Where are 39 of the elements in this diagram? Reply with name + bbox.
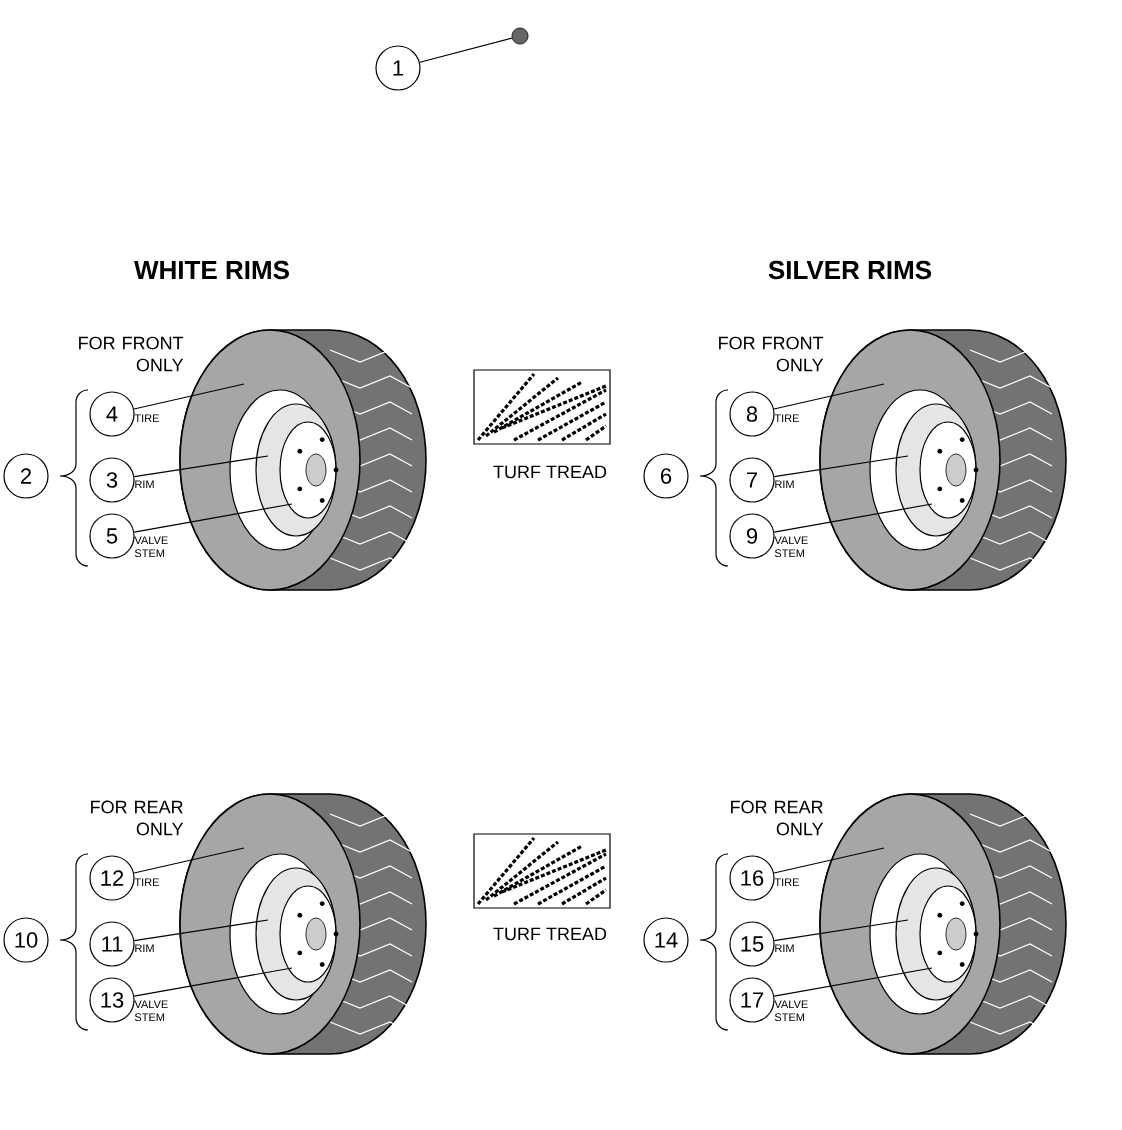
leader-line bbox=[419, 37, 513, 63]
note: FOR FRONT ONLY bbox=[79, 336, 184, 372]
callout-number: 17 bbox=[729, 977, 775, 1023]
leader-line bbox=[773, 847, 885, 874]
leader-line bbox=[133, 455, 269, 478]
callout-number: 3 bbox=[89, 457, 135, 503]
callout-number: 16 bbox=[729, 855, 775, 901]
callout-number: 13 bbox=[89, 977, 135, 1023]
leader-line bbox=[133, 847, 245, 874]
leader-line bbox=[133, 383, 245, 410]
leader-line bbox=[133, 919, 269, 942]
callout-number: 11 bbox=[89, 921, 135, 967]
callout-number: 10 bbox=[3, 917, 49, 963]
callout-number: 7 bbox=[729, 457, 775, 503]
leader-line bbox=[133, 967, 293, 997]
tread-name: TURF TREAD bbox=[493, 927, 607, 941]
leader-line bbox=[133, 503, 293, 533]
section-heading: SILVER RIMS bbox=[768, 260, 932, 280]
callout-number: 15 bbox=[729, 921, 775, 967]
leader-line bbox=[773, 919, 909, 942]
section-heading: WHITE RIMS bbox=[134, 260, 289, 280]
leader-line bbox=[773, 455, 909, 478]
callout-number: 2 bbox=[3, 453, 49, 499]
leader-line bbox=[773, 383, 885, 410]
callout-number: 6 bbox=[643, 453, 689, 499]
callout-number: 12 bbox=[89, 855, 135, 901]
note: FOR FRONT ONLY bbox=[719, 336, 824, 372]
tread-name: TURF TREAD bbox=[493, 465, 607, 479]
callout-number: 1 bbox=[375, 45, 421, 91]
callout-number: 4 bbox=[89, 391, 135, 437]
leader-line bbox=[773, 967, 933, 997]
note: FOR REAR ONLY bbox=[91, 800, 184, 836]
note: FOR REAR ONLY bbox=[731, 800, 824, 836]
callout-number: 8 bbox=[729, 391, 775, 437]
leader-line bbox=[773, 503, 933, 533]
callout-number: 14 bbox=[643, 917, 689, 963]
lug-nut-icon bbox=[511, 27, 529, 45]
callout-number: 5 bbox=[89, 513, 135, 559]
callout-number: 9 bbox=[729, 513, 775, 559]
